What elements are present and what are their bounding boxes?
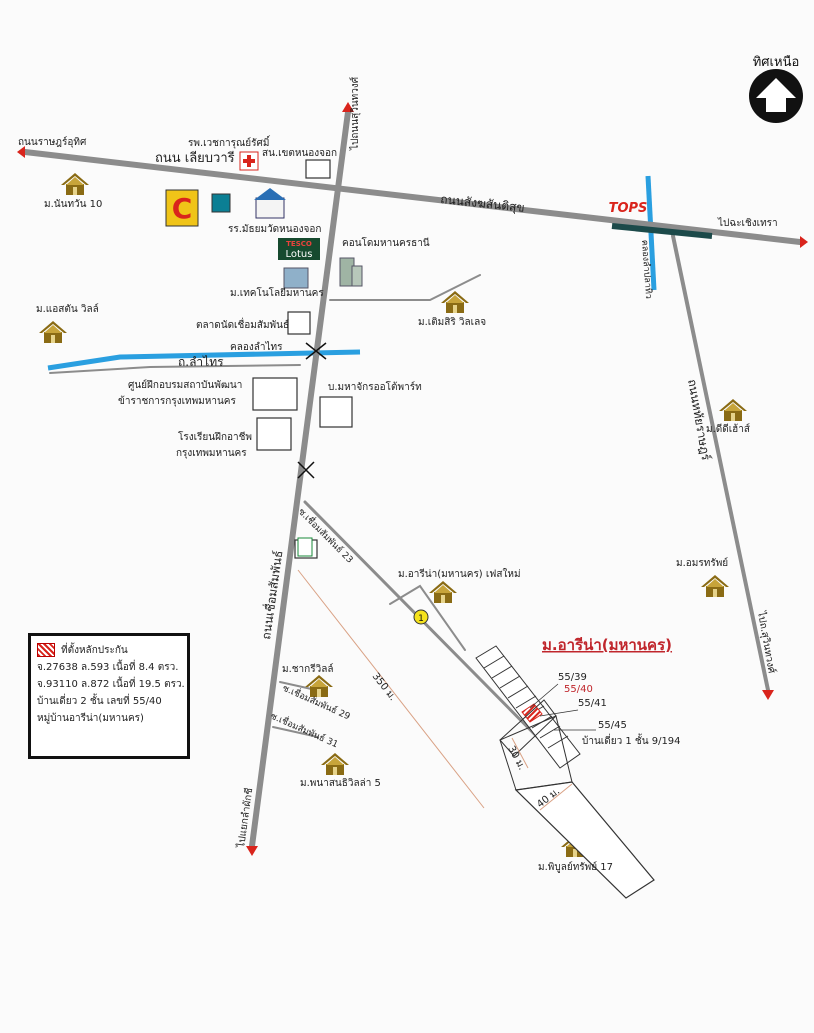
label-police: สน.เขตหนองจอก	[262, 148, 337, 159]
target-compound	[475, 645, 655, 899]
bigc-logo: C	[165, 189, 199, 227]
legend: ที่ตั้งหลักประกัน จ.27638 ล.593 เนื้อที่…	[28, 633, 190, 759]
label-training-2: ข้าราชการกรุงเทพมหานคร	[118, 395, 237, 407]
label-hospital: รพ.เวชการุณย์รัศมิ์	[188, 135, 271, 149]
label-school-matthayom: รร.มัธยมวัดหนองจอก	[228, 224, 321, 235]
label-village-phibun: ม.พิบูลย์ทรัพย์ 17	[538, 861, 613, 873]
marker-1: 1	[413, 609, 429, 625]
label-village-phanason: ม.พนาสนธิวิลล่า 5	[300, 778, 381, 789]
label-vocational-2: กรุงเทพมหานคร	[176, 448, 247, 459]
lot-55-39: 55/39	[558, 672, 587, 683]
label-village-amorn: ม.อมรทรัพย์	[676, 557, 728, 569]
label-to-chachoengsao: ไปฉะเชิงเทรา	[717, 217, 778, 229]
hospital-icon	[239, 151, 259, 171]
label-road-hathairat: ถนนหทัยราษฎร์	[685, 378, 713, 462]
lot-55-41: 55/41	[578, 698, 607, 709]
lot-55-40: 55/40	[564, 684, 593, 695]
label-village-didee: ม.ดีดีเฮ้าส์	[706, 423, 750, 435]
label-to-nongchok: ไปถนนสุวินทวงศ์	[349, 76, 361, 151]
label-canal-lampla: คลองลำปลาทิว	[639, 239, 654, 299]
label-techno: ม.เทคโนโลยีมหานคร	[230, 286, 324, 299]
bridge-marks	[297, 342, 327, 479]
label-village-chakri: ม.ชากรีวิลล์	[282, 663, 333, 675]
svg-text:C: C	[172, 192, 193, 225]
store-logo	[211, 193, 231, 213]
university-icon	[283, 267, 309, 289]
housing-rows	[475, 645, 581, 769]
north-arrow: ทิศเหนือ	[749, 54, 803, 123]
label-village-nanwan: ม.นันทวัน 10	[44, 199, 102, 210]
legend-line-3: บ้านเดี่ยว 2 ชั้น เลขที่ 55/40	[37, 696, 162, 707]
canal-lamthai	[47, 349, 361, 371]
label-condo: คอนโดมหานครธานี	[342, 236, 430, 249]
label-road-lamthai: ถ.ลำไทร	[178, 355, 224, 369]
svg-text:ทิศเหนือ: ทิศเหนือ	[753, 54, 800, 70]
label-village-eston: ม.แอสตัน วิลล์	[36, 303, 99, 315]
lot-leader-lines	[529, 683, 596, 731]
label-road-sangsan: ถนนสังฆสันติสุข	[440, 192, 526, 216]
legend-head: ที่ตั้งหลักประกัน	[61, 645, 128, 656]
legend-line-4: หมู่บ้านอารีน่า(มหานคร)	[37, 713, 144, 724]
tesco-logo: TESCO Lotus	[278, 238, 320, 260]
label-village-arina-fresh: ม.อารีน่า(มหานคร) เฟสใหม่	[398, 568, 521, 580]
label-mahachak: บ.มหาจักรออโต้พาร์ท	[328, 380, 422, 393]
lot-55-45: 55/45	[598, 720, 627, 731]
label-vocational-1: โรงเรียนฝึกอาชีพ	[178, 430, 252, 443]
tops-bridge	[611, 223, 713, 239]
buildings	[252, 159, 353, 559]
canal-lampla	[645, 175, 657, 291]
svg-text:TESCO: TESCO	[286, 240, 312, 248]
legend-line-2: จ.93110 ล.872 เนื้อที่ 19.5 ตรว.	[37, 679, 185, 690]
label-training-1: ศูนย์ฝึกอบรมสถาบันพัฒนา	[128, 379, 242, 391]
school-icon	[254, 188, 286, 219]
legend-head-row: ที่ตั้งหลักประกัน	[37, 642, 183, 659]
legend-line-1: จ.27638 ล.593 เนื้อที่ 8.4 ตรว.	[37, 662, 179, 673]
tops-logo: TOPS	[609, 201, 648, 216]
seven-eleven-icon	[297, 537, 313, 557]
house-note: บ้านเดี่ยว 1 ชั้น 9/194	[582, 733, 681, 747]
collateral-swatch	[37, 643, 55, 657]
condo-icon	[339, 257, 363, 287]
label-road-rajprarop: ถนนราษฎร์อุทิศ	[18, 136, 87, 148]
distance-350: 350 ม.	[370, 671, 398, 703]
svg-text:1: 1	[418, 614, 424, 624]
target-title: ม.อารีน่า(มหานคร)	[542, 636, 672, 654]
road-network	[22, 109, 803, 849]
label-soi-31: ซ.เชื่อมสัมพันธ์ 31	[269, 709, 341, 750]
collateral-plot	[521, 703, 543, 723]
label-village-temsiri: ม.เติมสิริ วิลเลจ	[418, 317, 486, 328]
distance-lines	[297, 569, 573, 811]
label-road-liab: ถนน เลียบวารี	[155, 150, 235, 166]
label-canal-lamthai: คลองลำไทร	[230, 341, 283, 353]
svg-text:Lotus: Lotus	[286, 249, 313, 260]
label-market: ตลาดนัดเชื่อมสัมพันธ์	[196, 317, 289, 331]
road-arrows	[17, 102, 808, 856]
